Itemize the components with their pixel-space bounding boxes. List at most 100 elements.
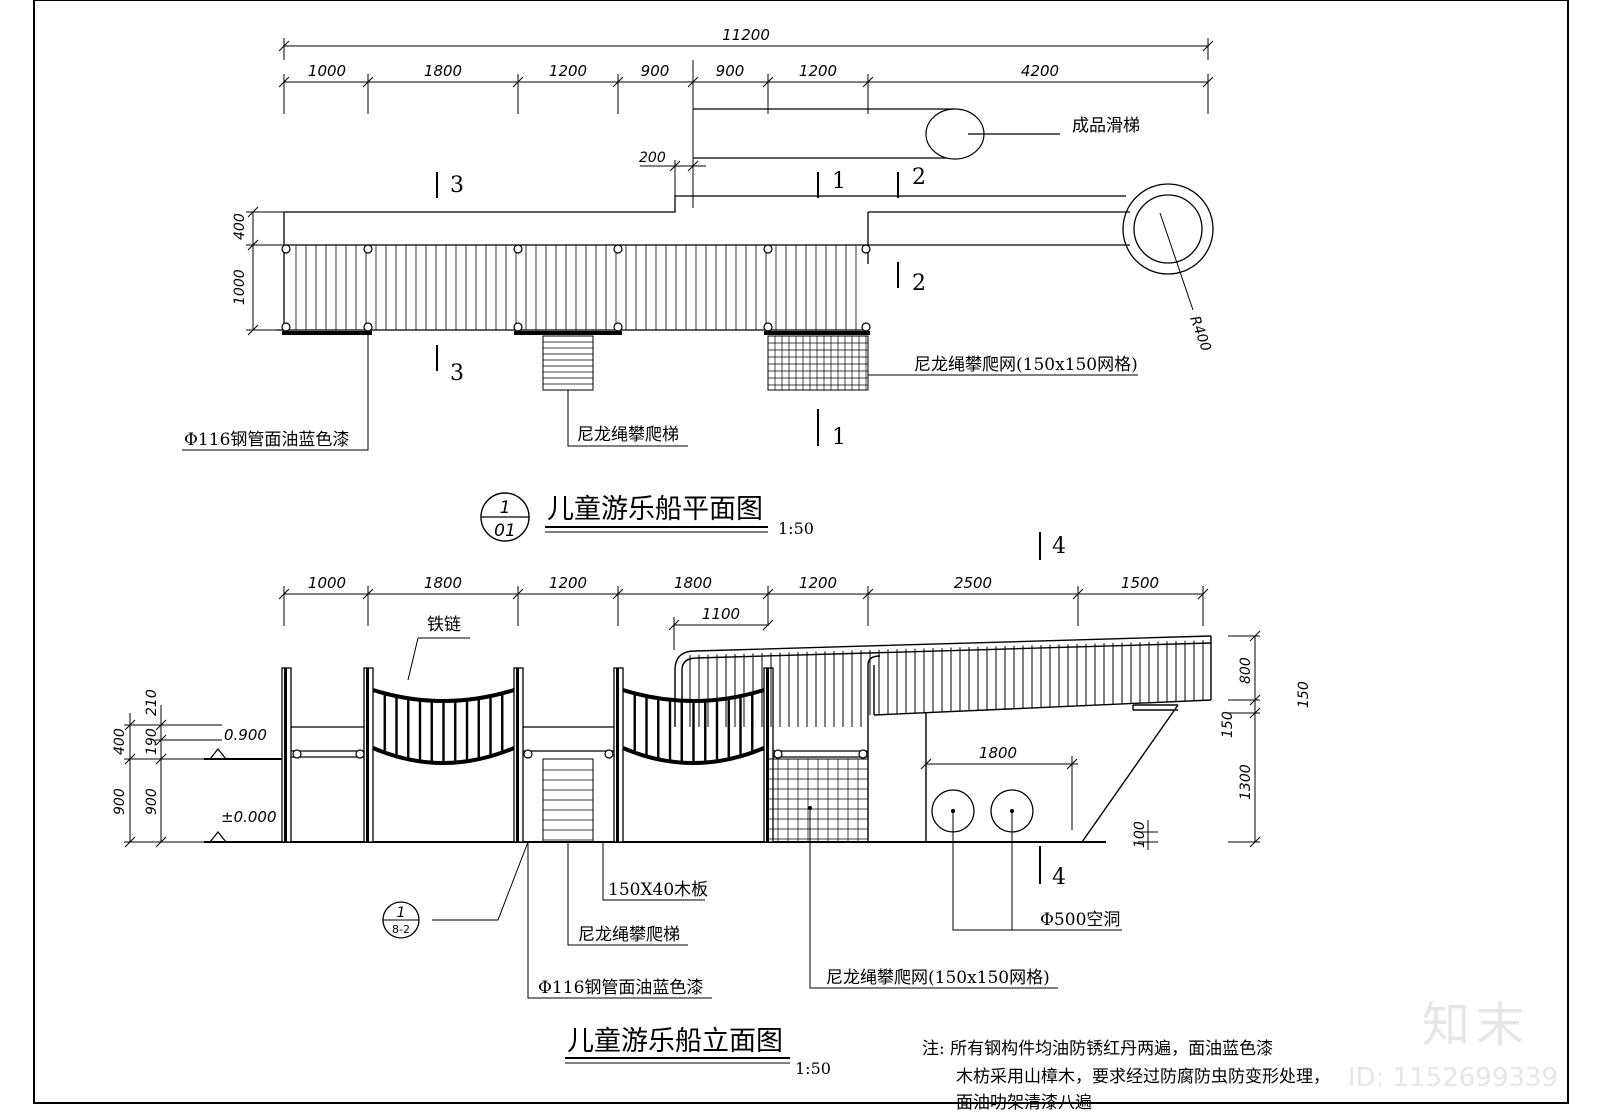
plan-dim-2: 1800 [424,62,462,80]
watermark-id: ID: 1152699339 [1347,1063,1558,1093]
elev-net-label: 尼龙绳攀爬网(150x150网格) [826,968,1050,988]
elev-level-marks [209,748,227,843]
plan-dim-200: 200 [639,150,666,166]
elev-deck [291,726,868,758]
elev-leaders [407,637,1122,999]
elev-dim-1100-lines [668,617,774,650]
plan-title: 儿童游乐船平面图 [547,494,763,525]
plan-bubble-top: 1 [500,498,511,518]
plan-dim-7: 4200 [1021,62,1059,80]
elev-level-top: 0.900 [224,726,267,744]
plan-section-3-bottom: 3 [450,361,464,386]
plan-section-3-top: 3 [450,173,464,198]
plan-dim-6: 1200 [799,62,837,80]
elev-dim-900-outer: 900 [112,788,128,815]
plan-section-2-bottom: 2 [912,271,926,296]
elev-right-dims [1138,630,1261,850]
radius-leader [1159,212,1194,311]
elevation-title: 儿童游乐船立面图 [567,1026,783,1057]
elev-dim-3: 1200 [549,574,587,592]
slide-label: 成品滑梯 [1072,116,1140,136]
plan-dimension-chain [278,60,1214,208]
plan-net-grid [768,336,868,390]
plan-deck-planks [295,245,857,330]
plan-ladder-rungs [543,341,593,385]
plan-section-2-top: 2 [912,165,926,190]
elev-dim-1100: 1100 [702,605,740,623]
plan-dim-5: 900 [716,62,745,80]
plan-dim-1: 1000 [308,62,346,80]
elevation-view: 1000 1800 1200 1800 1200 2500 1500 1100 [112,532,1312,1078]
elev-dim-900-inner: 900 [144,788,160,815]
notes-block: 注: 所有钢构件均油防锈红丹两遍，面油蓝色漆 木枋采用山樟木，要求经过防腐防虫防… [922,1039,1330,1113]
board-label: 150X40木板 [608,880,708,900]
plan-pipe-label: Φ116钢管面油蓝色漆 [184,430,349,450]
elev-dim-1300: 1300 [1238,764,1254,800]
plan-net [767,335,869,391]
chain-slats [383,693,754,763]
watermark-logo: 知末 [1421,997,1530,1053]
elev-dim-5: 1200 [799,574,837,592]
elev-dim-210: 210 [144,689,160,716]
elev-level-ground: ±0.000 [221,808,277,826]
elev-dim-150-a: 150 [1220,711,1236,738]
note-line-2: 木枋采用山樟木，要求经过防腐防虫防变形处理， [956,1067,1330,1087]
plan-section-1-top: 1 [832,169,846,194]
plan-dim-400: 400 [232,213,248,240]
elev-dim-2: 1800 [424,574,462,592]
elev-net-grid [768,759,868,842]
elevation-scale: 1:50 [795,1059,831,1078]
elev-dim-800: 800 [1238,657,1254,684]
detail-bubble-bottom: 8-2 [392,923,410,936]
plan-dim-200-lines [640,160,706,208]
plan-dim-3: 1200 [549,62,587,80]
plan-left-dims [246,206,284,336]
slide-structure [674,635,1212,843]
plan-posts [281,244,871,332]
detail-bubble-top: 1 [397,905,406,921]
elev-title-underline [565,1057,790,1064]
elev-ladder-frame [542,758,594,843]
plan-dim-1000: 1000 [232,269,248,305]
plan-net-label: 尼龙绳攀爬网(150x150网格) [914,355,1138,375]
elev-dimension-chain [278,586,1209,626]
elev-ladder-label: 尼龙绳攀爬梯 [578,925,680,945]
hole-label: Φ500空洞 [1040,910,1120,930]
elev-dim-1800: 1800 [979,744,1017,762]
elev-hole-centers [808,806,1014,813]
elev-ladder-rungs [543,769,593,841]
elev-left-dims [124,705,222,848]
plan-section-marks [436,172,899,446]
note-line-1: 注: 所有钢构件均油防锈红丹两遍，面油蓝色漆 [922,1039,1273,1059]
elev-dim-190: 190 [144,728,160,755]
plan-title-block [480,492,768,542]
plan-ladder [542,335,594,391]
elev-section-4-top: 4 [1052,534,1066,559]
plan-walkway [276,183,1214,331]
plan-overall-dimension [278,38,1214,60]
elev-section-4-bottom: 4 [1052,865,1066,890]
elev-dim-400: 400 [112,728,128,755]
elev-dim-150-b: 150 [1296,681,1312,708]
elev-holes [931,789,1034,833]
elev-dim-100: 100 [1132,821,1148,848]
plan-section-1-bottom: 1 [832,425,846,450]
detail-bubble [382,901,420,939]
plan-scale: 1:50 [778,519,814,538]
plan-dim-4: 900 [641,62,670,80]
elev-post-fills [284,668,769,842]
elev-dim-1: 1000 [308,574,346,592]
plan-leaders [182,333,1138,451]
elev-dim-6: 2500 [954,574,992,592]
slide-outline [693,108,1060,160]
elev-pipe-label: Φ116钢管面油蓝色漆 [538,978,703,998]
plan-radius-label: R400 [1186,314,1214,354]
elev-dim-4: 1800 [674,574,712,592]
note-line-3: 面油叻架清漆八遍 [956,1093,1092,1113]
drawing-frame [33,0,1569,1104]
plan-overall-dim-text: 11200 [722,26,770,44]
elev-dim-1800-lines [920,756,1078,830]
elev-deck-bolts [292,749,868,759]
elev-dim-7: 1500 [1121,574,1159,592]
slide-rails [689,640,1204,727]
